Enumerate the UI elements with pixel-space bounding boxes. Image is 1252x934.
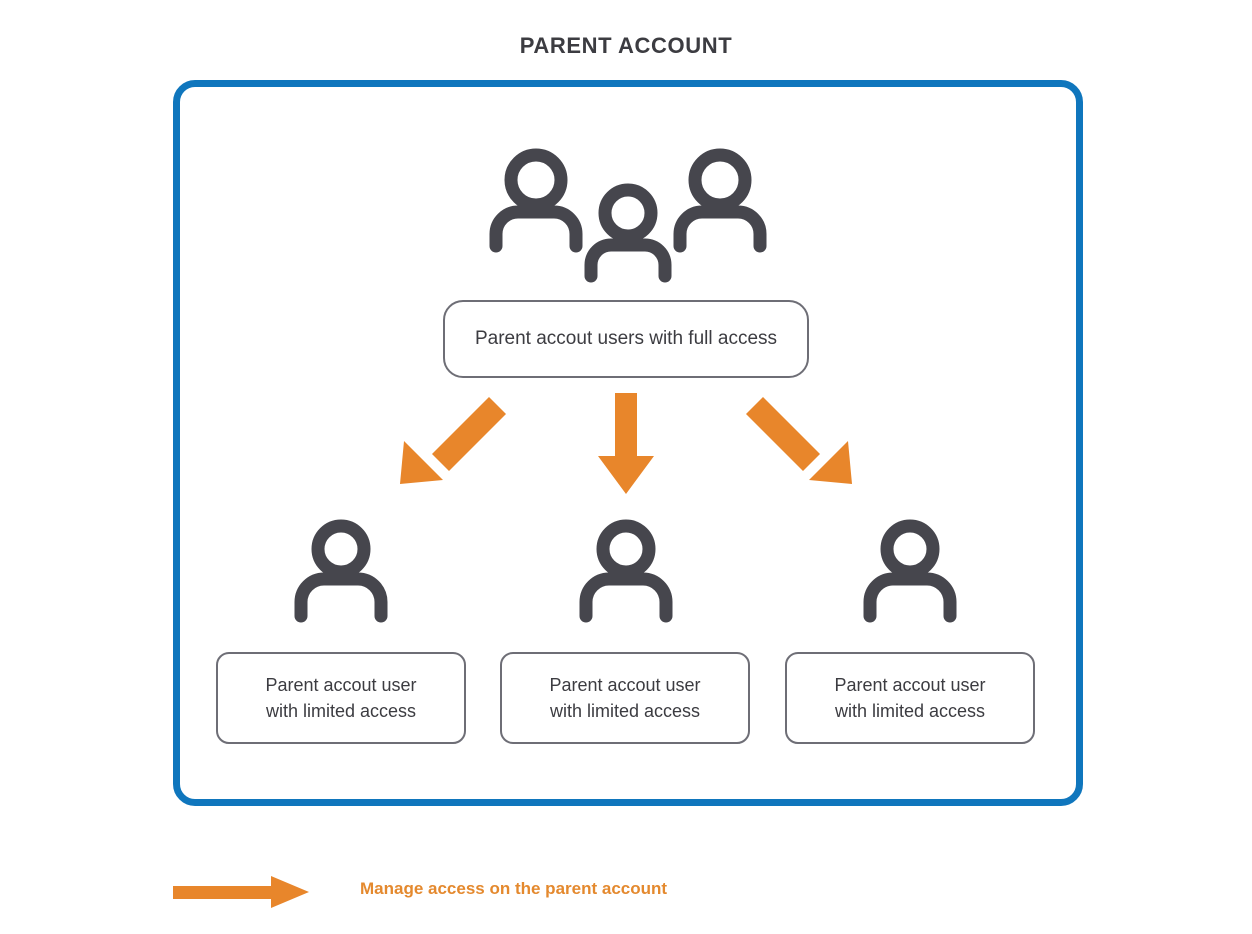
three-people-icon [483, 143, 773, 283]
child-node-line2: with limited access [834, 701, 986, 721]
page-title: PARENT ACCOUNT [519, 33, 733, 58]
child-node-label: Parent accout user with limited access [834, 672, 985, 724]
legend: Manage access on the parent account [173, 868, 873, 918]
child-node-line1: Parent accout user [265, 674, 417, 695]
child-node-box: Parent accout user with limited access [216, 652, 466, 744]
parent-node-label: Parent accout users with full access [474, 328, 778, 349]
person-icon [289, 519, 393, 623]
child-node-line1: Parent accout user [549, 674, 701, 695]
child-node-line1: Parent accout user [834, 674, 986, 695]
legend-label: Manage access on the parent account [360, 879, 668, 898]
child-node-box: Parent accout user with limited access [785, 652, 1035, 744]
child-node-label: Parent accout user with limited access [549, 672, 700, 724]
parent-node-box: Parent accout users with full access [443, 300, 809, 378]
child-node-box: Parent accout user with limited access [500, 652, 750, 744]
child-node-line2: with limited access [265, 701, 417, 721]
child-node-label: Parent accout user with limited access [265, 672, 416, 724]
child-node-line2: with limited access [549, 701, 701, 721]
person-icon [858, 519, 962, 623]
right-arrow-icon [173, 876, 309, 908]
person-icon [574, 519, 678, 623]
